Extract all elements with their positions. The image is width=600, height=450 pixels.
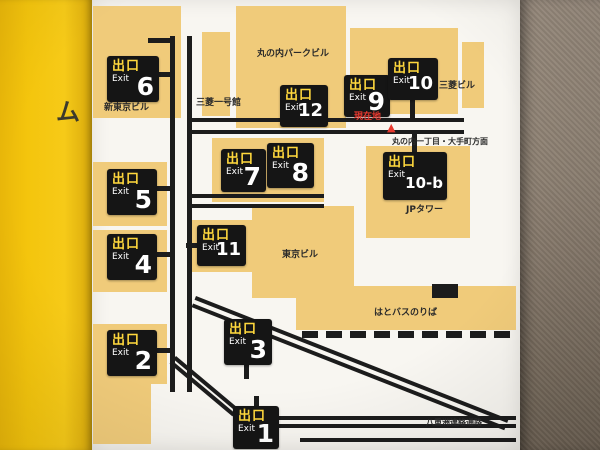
- exit-en-label: Exit: [388, 170, 406, 180]
- exit-sign-11: 出口 Exit 11: [197, 225, 246, 266]
- exit-sign-2: 出口 Exit 2: [107, 330, 157, 376]
- you-are-here-marker-icon: ▲: [387, 121, 396, 134]
- stub-exit11: [186, 243, 197, 248]
- corridor-top-stub: [148, 38, 172, 43]
- stub-exit4: [157, 252, 171, 257]
- building-block-mitsubishi: [462, 42, 484, 108]
- exit-sign-9: 出口 Exit 9: [344, 75, 390, 117]
- exit-en-label: Exit: [272, 161, 290, 171]
- exit-en-label: Exit: [393, 76, 411, 86]
- exit-jp-label: 出口: [229, 322, 258, 337]
- building-block-tokyo-bldg: [252, 206, 354, 298]
- stub-exit6: [159, 72, 171, 77]
- label-mitsubishi-bldg: 三菱ビル: [439, 81, 476, 91]
- building-block-bottom-left: [93, 382, 151, 444]
- bus-stop-dash: [374, 331, 390, 338]
- wall-text-fragment: ム: [56, 98, 80, 126]
- bus-stop-dash: [422, 331, 438, 338]
- corridor-vertical-main: [170, 36, 192, 392]
- exit-sign-8: 出口 Exit 8: [267, 143, 314, 188]
- exit-en-label: Exit: [112, 348, 130, 358]
- stub-exit2: [157, 348, 171, 353]
- exit-en-label: Exit: [202, 243, 220, 253]
- exit-en-label: Exit: [112, 74, 130, 84]
- stub-exit5: [157, 186, 171, 191]
- exit-sign-4: 出口 Exit 4: [107, 234, 157, 280]
- label-shin-tokyo-bldg: 新東京ビル: [104, 103, 150, 113]
- exit-number: 11: [215, 239, 241, 260]
- stub-exit3: [244, 365, 249, 379]
- bus-stop-dash: [350, 331, 366, 338]
- stub-exit1: [254, 396, 259, 406]
- exit-sign-10: 出口 Exit 10: [388, 58, 438, 100]
- label-jp-tower: JPタワー: [406, 205, 443, 215]
- exit-jp-label: 出口: [202, 228, 231, 243]
- exit-jp-label: 出口: [349, 78, 378, 93]
- bus-stop-dash: [398, 331, 414, 338]
- exit-jp-label: 出口: [388, 155, 417, 170]
- corridor-bottom: [240, 416, 516, 428]
- exit-en-label: Exit: [349, 93, 367, 103]
- label-yaesu-passage: 八重洲連絡通路: [426, 418, 482, 427]
- label-mitsubishi-ichigokan: 三菱一号館: [196, 98, 242, 108]
- exit-en-label: Exit: [112, 187, 130, 197]
- textured-wall-right: [520, 0, 600, 450]
- exit-jp-label: 出口: [112, 237, 141, 252]
- exit-number: 3: [249, 335, 267, 364]
- exit-jp-label: 出口: [272, 146, 301, 161]
- exit-number: 8: [291, 158, 309, 187]
- exit-jp-label: 出口: [393, 61, 422, 76]
- exit-number: 10-b: [405, 174, 443, 192]
- exit-number: 9: [367, 87, 385, 116]
- exit-sign-5: 出口 Exit 5: [107, 169, 157, 215]
- yellow-wall-left: ム: [0, 0, 92, 450]
- structure-block: [432, 284, 458, 298]
- exit-number: 7: [243, 162, 261, 191]
- exit-jp-label: 出口: [112, 333, 141, 348]
- exit-number: 5: [134, 185, 152, 214]
- exit-en-label: Exit: [112, 252, 130, 262]
- exit-en-label: Exit: [238, 424, 256, 434]
- exit-jp-label: 出口: [285, 88, 314, 103]
- exit-jp-label: 出口: [112, 59, 141, 74]
- stub-exit10b: [412, 134, 417, 152]
- exit-number: 1: [256, 419, 274, 448]
- exit-en-label: Exit: [226, 167, 244, 177]
- label-tokyo-bldg: 東京ビル: [282, 250, 319, 260]
- building-block-ichigokan: [202, 32, 230, 116]
- exit-number: 10: [407, 73, 433, 94]
- exit-sign-1: 出口 Exit 1: [233, 406, 279, 449]
- exit-sign-10b: 出口 Exit 10-b: [383, 152, 447, 200]
- exit-number: 4: [134, 250, 152, 279]
- exit-sign-6: 出口 Exit 6: [107, 56, 159, 102]
- building-block-hato-bus: [296, 286, 516, 330]
- exit-en-label: Exit: [285, 103, 303, 113]
- exit-number: 12: [297, 100, 323, 121]
- label-direction: 丸の内一丁目・大手町方面: [392, 137, 488, 146]
- line-bottom: [300, 438, 516, 442]
- bus-stop-dash: [494, 331, 510, 338]
- bus-stop-dash: [326, 331, 342, 338]
- exit-sign-3: 出口 Exit 3: [224, 319, 272, 365]
- bus-stop-dash: [446, 331, 462, 338]
- exit-jp-label: 出口: [226, 152, 255, 167]
- stub-exit10: [410, 100, 415, 118]
- exit-number: 2: [134, 346, 152, 375]
- label-you-are-here: 現在地: [354, 112, 382, 122]
- exit-en-label: Exit: [229, 337, 247, 347]
- exit-jp-label: 出口: [112, 172, 141, 187]
- exit-sign-12: 出口 Exit 12: [280, 85, 328, 127]
- bus-stop-dash: [470, 331, 486, 338]
- exit-jp-label: 出口: [238, 409, 267, 424]
- corridor-exit7-8: [192, 194, 324, 208]
- label-hato-bus-stop: はとバスのりば: [374, 308, 438, 318]
- exit-number: 6: [136, 72, 154, 101]
- exit-sign-7: 出口 Exit 7: [221, 149, 266, 192]
- label-marunouchi-park-bldg: 丸の内パークビル: [257, 49, 330, 59]
- bus-stop-dash: [302, 331, 318, 338]
- corridor-horizontal-main: [192, 118, 464, 134]
